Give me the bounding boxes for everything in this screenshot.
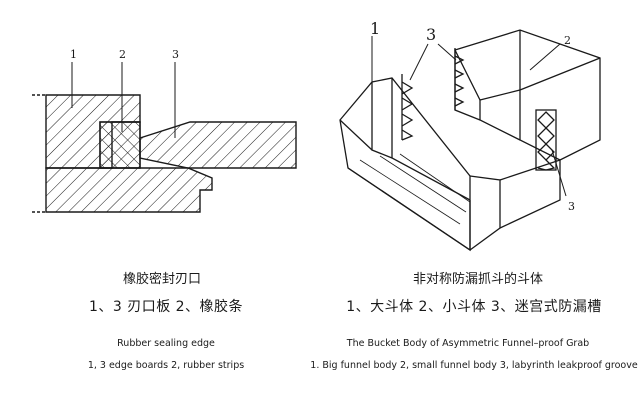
- leader-line-groove-a: [409, 43, 429, 81]
- right-legend-zh: 1、大斗体 2、小斗体 3、迷宫式防漏槽: [346, 299, 602, 315]
- callout-groove-lower: 3: [568, 200, 575, 213]
- leader-line-groove-b: [437, 43, 457, 61]
- callout-groove: 3: [426, 25, 436, 44]
- left-caption-zh: 橡胶密封刃口: [122, 272, 202, 287]
- labyrinth-groove-right: [535, 109, 557, 171]
- big-funnel-body: [339, 77, 471, 252]
- callout-2: 2: [119, 48, 126, 61]
- callout-big-body: 1: [370, 19, 380, 38]
- left-legend-zh: 1、3 刃口板 2、橡胶条: [88, 299, 244, 315]
- callout-3: 3: [172, 48, 179, 61]
- leader-line-groove-c: [551, 149, 567, 197]
- left-caption-en: Rubber sealing edge: [117, 338, 215, 349]
- small-funnel-body: [454, 29, 601, 161]
- edge-board-lower: [45, 167, 213, 213]
- callout-small-body: 2: [564, 34, 571, 47]
- edge-board-wedge: [139, 121, 297, 169]
- right-caption-en: The Bucket Body of Asymmetric Funnel–pro…: [346, 338, 590, 349]
- right-caption-zh: 非对称防漏抓斗的斗体: [412, 272, 544, 287]
- callout-1: 1: [70, 48, 77, 61]
- bucket-body-drawing: [339, 29, 601, 252]
- labyrinth-groove-left: [401, 48, 465, 141]
- leader-line-small-body: [529, 43, 561, 71]
- rubber-sealing-edge-drawing: [32, 62, 297, 213]
- left-legend-en: 1, 3 edge boards 2, rubber strips: [87, 360, 245, 371]
- right-legend-en: 1. Big funnel body 2, small funnel body …: [310, 360, 638, 371]
